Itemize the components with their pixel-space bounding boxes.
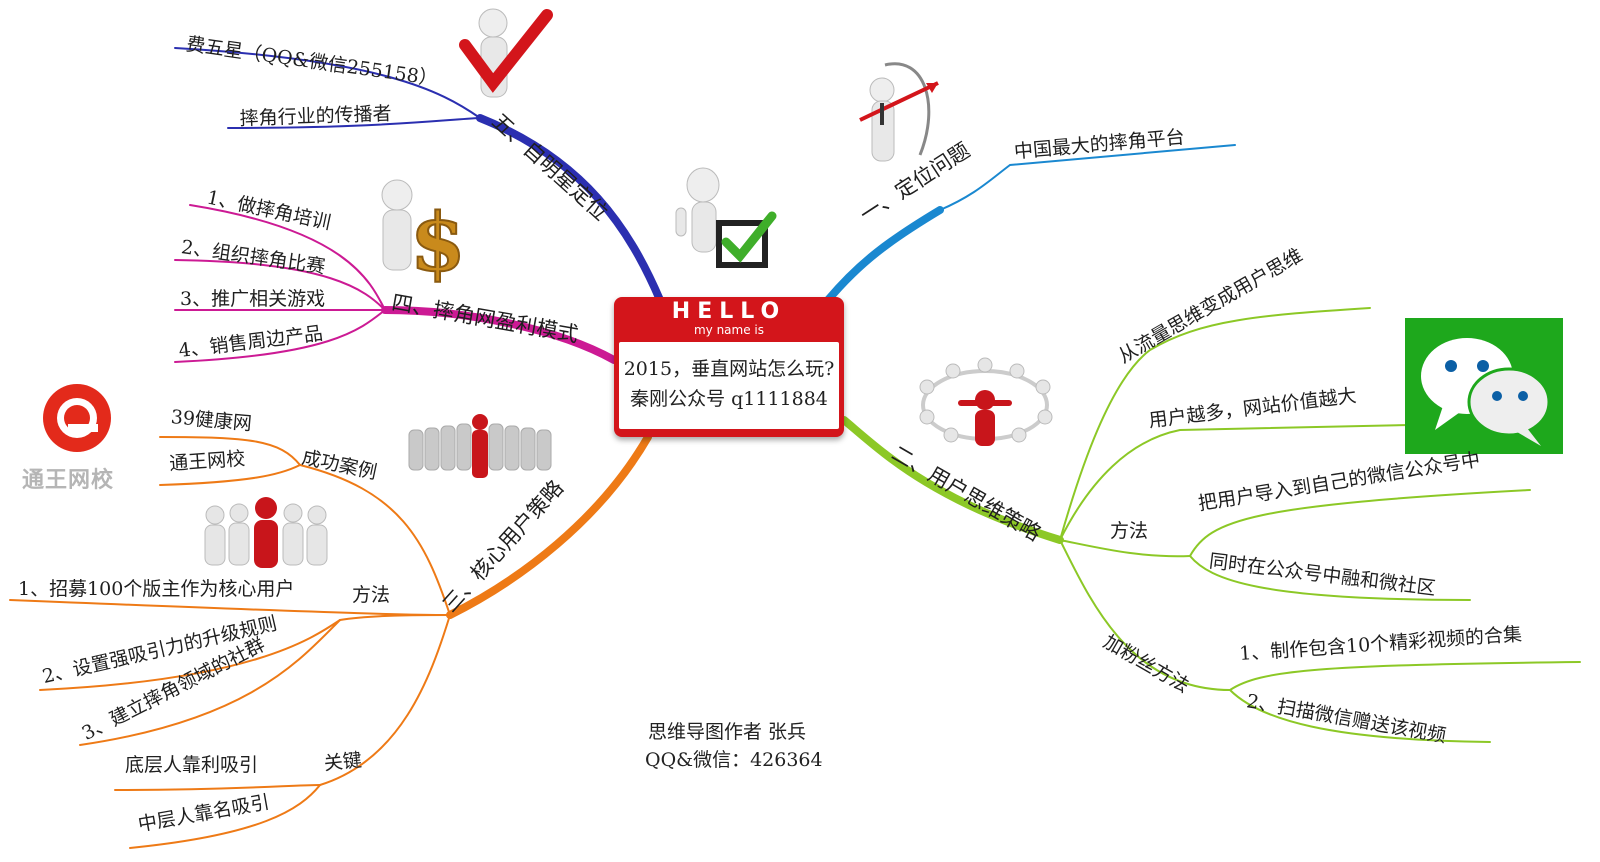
branch5-item[interactable]: 摔角行业的传播者 [239, 102, 392, 130]
branch1-lines [824, 144, 1236, 304]
center-topic-card[interactable]: HELLO my name is 2015，垂直网站怎么玩? 秦刚公众号 q11… [614, 297, 844, 437]
center-topic-panel: 2015，垂直网站怎么玩? 秦刚公众号 q1111884 [619, 342, 839, 429]
center-topic-title: 2015，垂直网站怎么玩? [623, 358, 835, 380]
team-leader-icon [204, 497, 328, 568]
checkmark-figure-icon [675, 167, 777, 268]
crowd-leader-icon [408, 414, 552, 478]
hello-subtitle: my name is [693, 323, 765, 337]
branch2-lines [840, 307, 1581, 743]
branch4-lines [174, 204, 618, 364]
author-name: 思维导图作者 张兵 [648, 721, 807, 743]
branch3-method-item[interactable]: 1、招募100个版主作为核心用户 [18, 578, 295, 600]
center-topic-account: 秦刚公众号 q1111884 [630, 388, 828, 410]
tongwang-school-logo: 通王网校 [20, 380, 135, 493]
branch3-key-label[interactable]: 关键 [322, 749, 363, 775]
branch3-key-item[interactable]: 底层人靠利吸引 [125, 754, 259, 776]
red-check-figure-icon [459, 8, 553, 98]
branch3-case-item[interactable]: 通王网校 [168, 447, 246, 475]
branch2-method-label[interactable]: 方法 [1110, 520, 1149, 542]
dollar-figure-icon: $ [381, 179, 467, 285]
branch3-lines [9, 433, 652, 849]
archer-figure-icon [859, 62, 939, 162]
wechat-logo-icon [1405, 318, 1563, 454]
branch3-method-label[interactable]: 方法 [352, 584, 391, 606]
branch4-item[interactable]: 3、推广相关游戏 [180, 288, 326, 310]
branch5-lines [174, 47, 664, 304]
logo-text: 通王网校 [22, 468, 115, 493]
circle-people-icon [919, 357, 1053, 446]
svg-text:$: $ [410, 195, 466, 285]
author-contact: QQ&微信：426364 [645, 749, 823, 771]
hello-heading: HELLO [671, 299, 787, 324]
